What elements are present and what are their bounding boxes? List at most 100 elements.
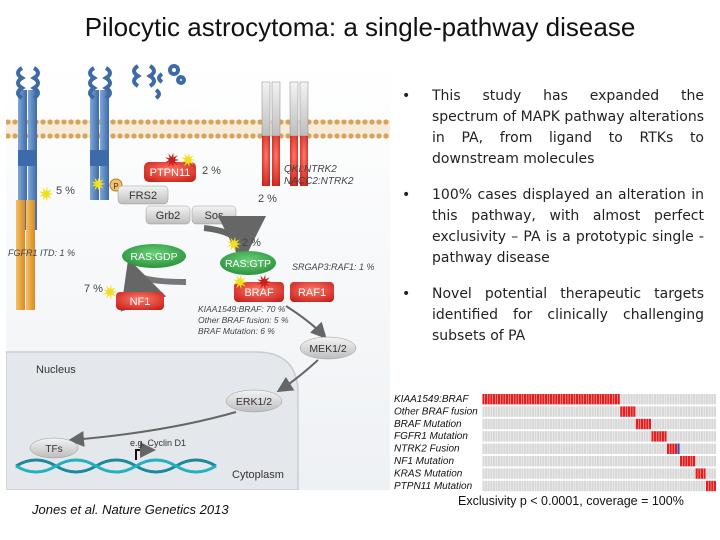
heatmap-cell xyxy=(573,418,576,430)
heatmap-cell xyxy=(630,394,633,405)
heatmap-cell xyxy=(503,443,506,454)
heatmap-cell xyxy=(609,480,612,492)
heatmap-cell xyxy=(573,406,576,417)
heatmap-cell xyxy=(612,443,615,454)
lipid-head xyxy=(355,119,361,125)
heatmap-cell xyxy=(604,394,607,405)
heatmap-cell xyxy=(495,418,498,430)
heatmap-cell xyxy=(526,406,529,417)
bullet-text: 100% cases displayed an alteration in th… xyxy=(432,187,704,266)
heatmap-cell xyxy=(687,468,690,479)
heatmap-cell xyxy=(542,394,545,405)
heatmap-cell xyxy=(492,394,495,405)
heatmap-cell xyxy=(589,431,592,442)
heatmap-cell xyxy=(628,394,631,405)
heatmap-cell xyxy=(677,394,680,405)
heatmap-cell xyxy=(677,443,680,454)
heatmap-cell xyxy=(537,443,540,454)
grb2-label: Grb2 xyxy=(156,210,180,222)
heatmap-cell xyxy=(698,480,701,492)
heatmap-cell xyxy=(490,431,493,442)
bullet-list: •This study has expanded the spectrum of… xyxy=(396,86,704,362)
raf-mek-arrow xyxy=(285,305,327,339)
heatmap-cell xyxy=(513,443,516,454)
heatmap-cell xyxy=(667,443,670,454)
heatmap-cell xyxy=(622,456,625,467)
heatmap-cell xyxy=(568,443,571,454)
heatmap-cell xyxy=(485,456,488,467)
heatmap-cell xyxy=(674,406,677,417)
lipid-head xyxy=(138,119,144,125)
heatmap-cell xyxy=(505,456,508,467)
heatmap-cell xyxy=(555,394,558,405)
lipid-head xyxy=(334,119,340,125)
heatmap-cell xyxy=(547,418,550,430)
heatmap-cell xyxy=(513,456,516,467)
heatmap-cell xyxy=(485,418,488,430)
heatmap-cell xyxy=(505,431,508,442)
heatmap-cell xyxy=(568,480,571,492)
lipid-head xyxy=(215,119,221,125)
lipid-head xyxy=(327,119,333,125)
heatmap-cell xyxy=(586,480,589,492)
heatmap-row-label: FGFR1 Mutation xyxy=(394,431,468,442)
heatmap-cell xyxy=(646,456,649,467)
heatmap-cell xyxy=(586,406,589,417)
heatmap-cell xyxy=(557,480,560,492)
heatmap-cell xyxy=(617,480,620,492)
heatmap-cell xyxy=(706,431,709,442)
heatmap-cell xyxy=(622,394,625,405)
heatmap-cell xyxy=(565,394,568,405)
heatmap-cell xyxy=(555,468,558,479)
heatmap-cell xyxy=(576,456,579,467)
heatmap-cell xyxy=(609,418,612,430)
heatmap-cell xyxy=(505,443,508,454)
slide-title: Pilocytic astrocytoma: a single-pathway … xyxy=(84,12,636,42)
heatmap-cell xyxy=(521,480,524,492)
heatmap-cell xyxy=(552,443,555,454)
heatmap-cell xyxy=(583,480,586,492)
heatmap-cell xyxy=(664,480,667,492)
heatmap-cell xyxy=(654,456,657,467)
lipid-head xyxy=(383,119,389,125)
heatmap-cell xyxy=(651,480,654,492)
heatmap-cell xyxy=(495,480,498,492)
heatmap-cell xyxy=(594,468,597,479)
lipid-head xyxy=(145,133,151,139)
heatmap-cell xyxy=(573,456,576,467)
heatmap-cell xyxy=(518,394,521,405)
heatmap-cell xyxy=(706,406,709,417)
heatmap-cell xyxy=(599,431,602,442)
fgfr1-itd-label: FGFR1 ITD: 1 % xyxy=(8,248,75,258)
lipid-head xyxy=(6,133,11,139)
heatmap-cell xyxy=(661,394,664,405)
heatmap-cell xyxy=(547,406,550,417)
heatmap-cell xyxy=(648,468,651,479)
lipid-head xyxy=(362,133,368,139)
heatmap-cell xyxy=(620,406,623,417)
lipid-head xyxy=(320,119,326,125)
heatmap-cell xyxy=(643,468,646,479)
heatmap-cell xyxy=(576,468,579,479)
heatmap-cell xyxy=(539,431,542,442)
heatmap-cell xyxy=(609,406,612,417)
heatmap-cell xyxy=(542,443,545,454)
gef-arrow xyxy=(203,215,266,264)
heatmap-cell xyxy=(492,431,495,442)
heatmap-cell xyxy=(674,394,677,405)
heatmap-cell xyxy=(557,468,560,479)
heatmap-cell xyxy=(537,468,540,479)
heatmap-cell xyxy=(539,394,542,405)
heatmap-cell xyxy=(672,394,675,405)
heatmap-cell xyxy=(615,456,618,467)
heatmap-cell xyxy=(620,418,623,430)
heatmap-cell xyxy=(651,418,654,430)
heatmap-cell xyxy=(589,406,592,417)
ntrk2-fusion-label: QKI:NTRK2 xyxy=(284,164,337,175)
heatmap-cell xyxy=(487,443,490,454)
heatmap-cell xyxy=(664,406,667,417)
heatmap-cell xyxy=(576,431,579,442)
heatmap-cell xyxy=(542,418,545,430)
heatmap-cell xyxy=(672,468,675,479)
lipid-head xyxy=(152,119,158,125)
